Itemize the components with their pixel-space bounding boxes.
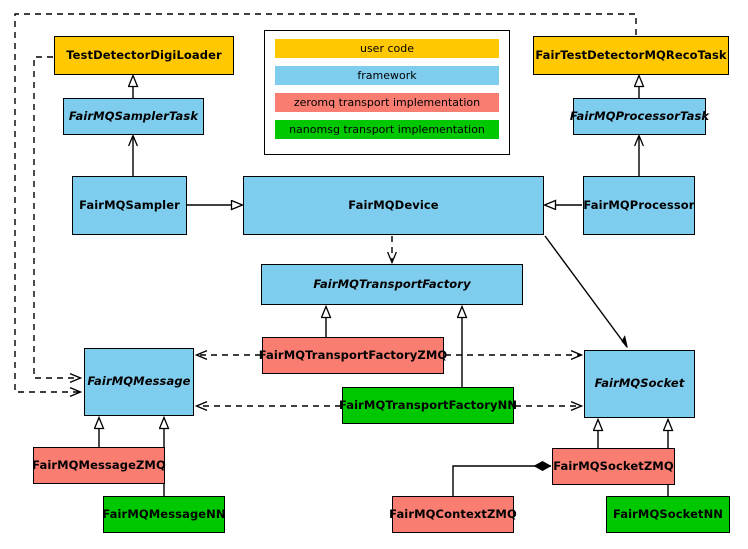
class-label: FairMQMessageZMQ — [32, 457, 166, 472]
class-node-fairmqprocessor[interactable]: FairMQProcessor — [583, 176, 695, 235]
class-label: FairMQSocketNN — [612, 506, 724, 521]
class-label: FairMQSocket — [594, 376, 685, 391]
class-label: FairMQTransportFactoryNN — [338, 397, 518, 412]
class-node-fairmqsamplertask[interactable]: FairMQSamplerTask — [63, 98, 204, 135]
class-node-fairmqtransportfactorynn[interactable]: FairMQTransportFactoryNN — [338, 387, 518, 424]
class-label: FairMQMessageNN — [102, 506, 226, 521]
class-label: TestDetectorDigiLoader — [66, 47, 222, 62]
class-label: FairMQMessage — [87, 374, 191, 389]
class-node-fairmqsocketnn[interactable]: FairMQSocketNN — [606, 496, 730, 533]
legend-item-user-code: user code — [275, 39, 499, 58]
class-label: FairMQProcessorTask — [569, 108, 710, 123]
class-label: FairMQSampler — [79, 197, 180, 212]
legend-label-framework: framework — [357, 69, 417, 82]
class-node-testdetectordigiloader[interactable]: TestDetectorDigiLoader — [54, 36, 234, 75]
edge-device-to-socket — [544, 235, 627, 347]
class-label: FairMQTransportFactoryZMQ — [258, 347, 448, 362]
class-label: FairMQContextZMQ — [389, 506, 517, 521]
class-label: FairMQDevice — [348, 197, 439, 212]
class-label: FairMQSocketZMQ — [553, 458, 674, 473]
class-node-fairmqtransportfactory[interactable]: FairMQTransportFactory — [261, 264, 523, 305]
class-label: FairMQProcessor — [583, 197, 695, 212]
class-label: FairMQSamplerTask — [68, 108, 199, 123]
legend-item-zeromq: zeromq transport implementation — [275, 93, 499, 112]
legend-label-nanomsg: nanomsg transport implementation — [289, 123, 485, 136]
class-node-fairmqmessagenn[interactable]: FairMQMessageNN — [102, 496, 226, 533]
class-node-fairmqcontextzmq[interactable]: FairMQContextZMQ — [389, 496, 517, 533]
class-node-fairmqsocketzmq[interactable]: FairMQSocketZMQ — [552, 448, 675, 485]
legend-label-user-code: user code — [359, 42, 415, 55]
class-node-fairmqsampler[interactable]: FairMQSampler — [72, 176, 187, 235]
class-node-fairmqmessage[interactable]: FairMQMessage — [84, 348, 194, 416]
class-node-fairmqprocessortask[interactable]: FairMQProcessorTask — [569, 98, 710, 135]
class-node-fairmqmessagezmq[interactable]: FairMQMessageZMQ — [32, 447, 166, 484]
class-label: FairMQTransportFactory — [313, 276, 471, 291]
legend-item-nanomsg: nanomsg transport implementation — [275, 120, 499, 139]
legend-item-framework: framework — [275, 66, 499, 85]
class-node-fairmqdevice[interactable]: FairMQDevice — [243, 176, 544, 235]
class-label: FairTestDetectorMQRecoTask — [535, 47, 727, 62]
class-node-fairmqsocket[interactable]: FairMQSocket — [584, 350, 695, 418]
class-node-fairtestdetectormqrecotask[interactable]: FairTestDetectorMQRecoTask — [533, 36, 729, 75]
legend-label-zeromq: zeromq transport implementation — [293, 96, 481, 109]
legend: user code framework zeromq transport imp… — [264, 30, 510, 155]
class-node-fairmqtransportfactoryzmq[interactable]: FairMQTransportFactoryZMQ — [259, 337, 447, 374]
